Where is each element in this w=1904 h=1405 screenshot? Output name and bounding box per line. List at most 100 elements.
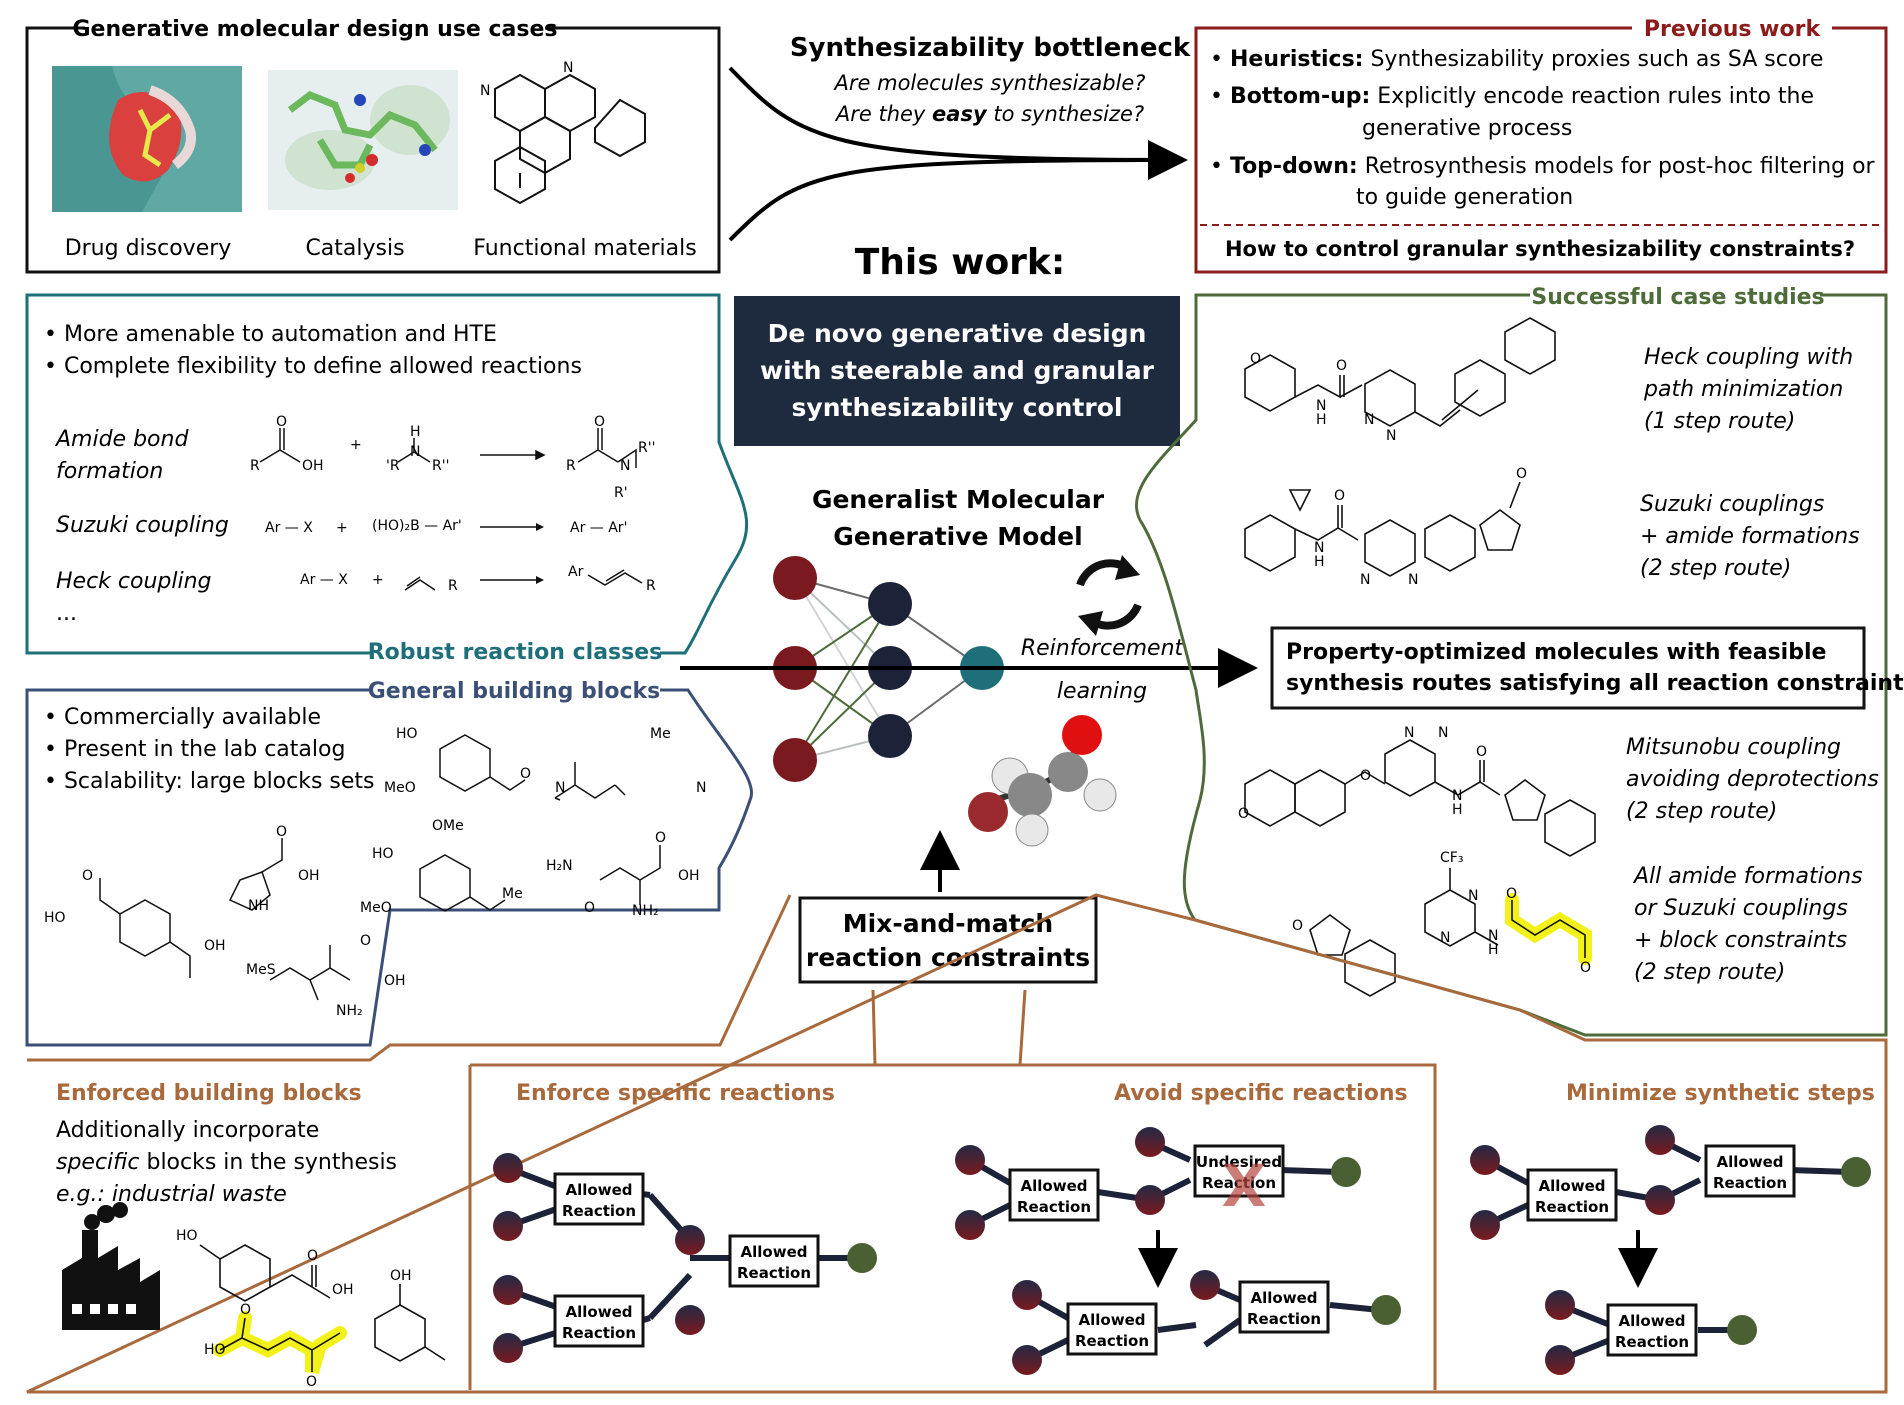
this-work-box: De novo generative design with steerable…	[734, 296, 1180, 446]
block-node	[1645, 1185, 1675, 1215]
svg-text:HO: HO	[372, 846, 394, 862]
block-node	[1012, 1280, 1042, 1310]
reaction-box-label: Allowed	[566, 1303, 633, 1321]
svg-text:MeO: MeO	[360, 900, 392, 916]
phen-n-label: N	[563, 60, 573, 76]
reaction-trees: AllowedReactionAllowedReactionAllowedRea…	[493, 1125, 1871, 1375]
allowed-reaction-box	[1606, 1303, 1698, 1357]
svg-text:(HO)₂B — Ar': (HO)₂B — Ar'	[372, 518, 462, 534]
building-blocks-title: General building blocks	[368, 679, 660, 704]
factory-icon	[62, 1202, 160, 1330]
svg-text:O: O	[1292, 918, 1303, 934]
svg-text:R': R'	[614, 485, 628, 501]
svg-text:N: N	[1440, 930, 1450, 946]
svg-text:O: O	[276, 824, 287, 840]
enforced-blocks-section: Enforced building blocks Additionally in…	[56, 1081, 446, 1390]
amide-reaction-scheme	[259, 428, 637, 468]
svg-text:with steerable and granular: with steerable and granular	[760, 356, 1155, 385]
svg-text:OH: OH	[390, 1268, 412, 1284]
svg-text:Property-optimized molecules w: Property-optimized molecules with feasib…	[1286, 640, 1826, 665]
nn-hidden-node	[868, 714, 912, 758]
avoid-reactions-title: Avoid specific reactions	[1114, 1081, 1408, 1106]
cross-mark-icon: X	[1222, 1152, 1267, 1220]
case-1-line-3: (1 step route)	[1644, 409, 1795, 434]
svg-text:N: N	[1404, 725, 1414, 741]
block-node	[1645, 1125, 1675, 1155]
product-node	[1841, 1157, 1871, 1187]
svg-text:HO: HO	[396, 726, 418, 742]
minimize-steps-title: Minimize synthetic steps	[1566, 1081, 1875, 1106]
previous-top-down: • Top-down: Retrosynthesis models for po…	[1210, 154, 1876, 179]
block-node	[675, 1305, 705, 1335]
svg-text:'R: 'R	[386, 458, 400, 474]
svg-text:O: O	[594, 414, 605, 430]
case-4-line-1: All amide formations	[1632, 864, 1863, 889]
svg-text:N: N	[1314, 540, 1324, 556]
highlighted-waste-block	[213, 1311, 347, 1374]
svg-text:O: O	[276, 414, 287, 430]
svg-text:N: N	[410, 444, 420, 460]
phenanthroline-structure	[494, 73, 646, 205]
svg-text:OMe: OMe	[432, 818, 464, 834]
svg-text:O: O	[1238, 806, 1249, 822]
svg-text:synthesis routes satisfying al: synthesis routes satisfying all reaction…	[1286, 671, 1904, 696]
block-node	[1135, 1185, 1165, 1215]
svg-text:NH₂: NH₂	[632, 903, 659, 919]
reaction-box-label: Reaction	[1247, 1310, 1321, 1328]
case-molecule-structures	[1244, 317, 1596, 997]
svg-text:HO: HO	[44, 910, 66, 926]
block-node	[1470, 1145, 1500, 1175]
result-box: Property-optimized molecules with feasib…	[1270, 626, 1904, 710]
reaction-classes-panel: Robust reaction classes • More amenable …	[25, 293, 749, 670]
svg-text:O: O	[1506, 886, 1517, 902]
building-block-structures	[99, 734, 661, 1001]
tree-edge	[1157, 1322, 1197, 1333]
svg-text:O: O	[1360, 768, 1371, 784]
svg-text:OH: OH	[302, 458, 324, 474]
reaction-box-label: Reaction	[562, 1324, 636, 1342]
allowed-reaction-box	[553, 1294, 645, 1348]
svg-text:N: N	[696, 780, 706, 796]
svg-text:O: O	[240, 1302, 251, 1318]
previous-bottom-up: • Bottom-up: Explicitly encode reaction …	[1210, 84, 1814, 109]
reaction-box-label: Undesired	[1196, 1153, 1282, 1171]
svg-text:e.g.: industrial waste: e.g.: industrial waste	[56, 1182, 287, 1207]
svg-text:O: O	[360, 933, 371, 949]
reaction-name-amide-2: formation	[56, 459, 163, 484]
use-cases-title: Generative molecular design use cases	[72, 17, 557, 42]
nn-hidden-node	[868, 582, 912, 626]
svg-text:O: O	[1580, 960, 1591, 976]
svg-text:Mix-and-match: Mix-and-match	[843, 909, 1053, 938]
use-case-catalysis: Catalysis	[305, 236, 404, 261]
case-3-line-3: (2 step route)	[1626, 799, 1777, 824]
reaction-box-label: Allowed	[1717, 1153, 1784, 1171]
svg-text:Me: Me	[650, 726, 671, 742]
allowed-reaction-box	[1704, 1144, 1796, 1198]
svg-text:R'': R''	[432, 458, 449, 474]
svg-text:OH: OH	[678, 868, 700, 884]
svg-text:O: O	[584, 900, 595, 916]
svg-text:N: N	[1364, 412, 1374, 428]
svg-text:H₂N: H₂N	[546, 858, 573, 874]
product-node	[847, 1243, 877, 1273]
svg-text:N: N	[1316, 398, 1326, 414]
product-node	[1371, 1295, 1401, 1325]
nn-input-node	[773, 738, 817, 782]
bottleneck-question-1: Are molecules synthesizable?	[833, 71, 1146, 95]
case-1-line-1: Heck coupling with	[1644, 345, 1853, 370]
allowed-reaction-box	[1066, 1302, 1158, 1356]
svg-text:H: H	[1314, 554, 1325, 570]
svg-text:O: O	[655, 830, 666, 846]
reaction-name-suzuki: Suzuki coupling	[56, 513, 229, 538]
reaction-box-label: Reaction	[562, 1202, 636, 1220]
svg-text:MeS: MeS	[246, 962, 276, 978]
svg-text:N: N	[1408, 572, 1418, 588]
case-3-line-2: avoiding deprotections	[1626, 767, 1879, 792]
use-case-functional-materials: Functional materials	[473, 236, 696, 261]
svg-text:O: O	[82, 868, 93, 884]
svg-text:Additionally incorporate: Additionally incorporate	[56, 1118, 319, 1143]
bottleneck-curve-bottom	[728, 140, 1188, 242]
this-work-label: This work:	[855, 242, 1066, 283]
use-case-drug-discovery: Drug discovery	[65, 236, 232, 261]
bottleneck-question-2: Are they easy to synthesize?	[834, 102, 1144, 126]
